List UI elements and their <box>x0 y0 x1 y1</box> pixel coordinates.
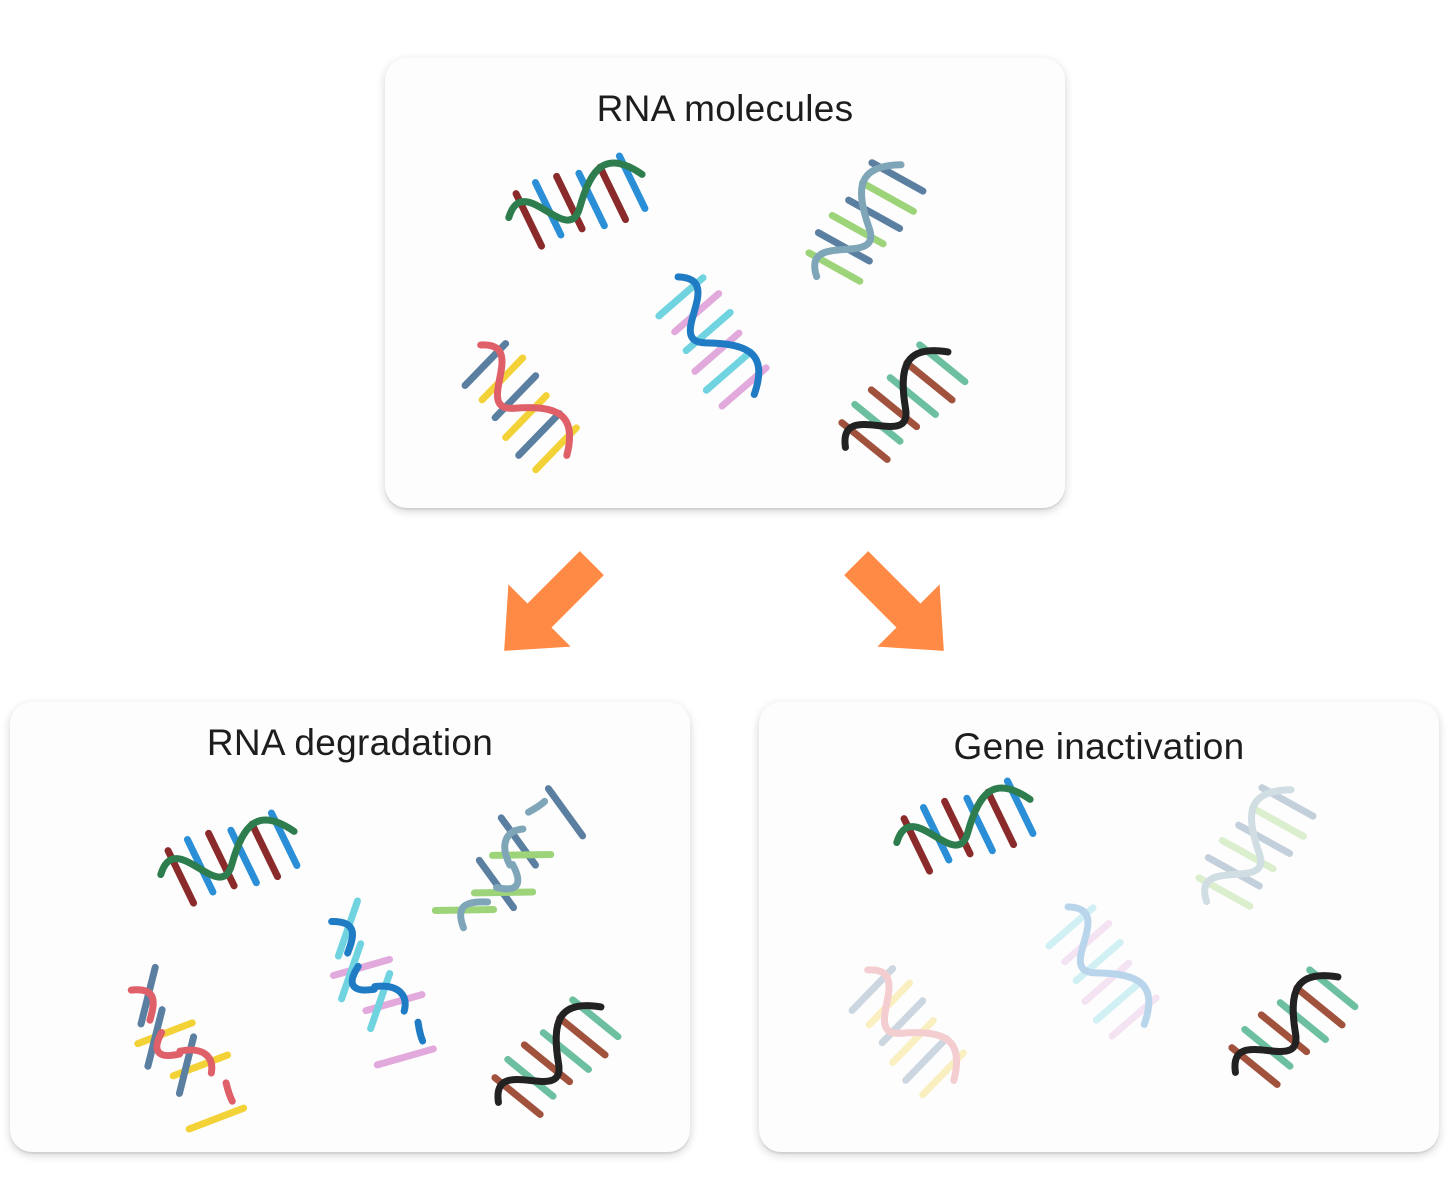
gene-inactivation-title: Gene inactivation <box>953 726 1245 767</box>
gene-inactivation-panel: Gene inactivation <box>759 702 1439 1152</box>
down-right-arrow-icon <box>844 551 944 651</box>
rna-degradation-panel: RNA degradation <box>10 702 690 1152</box>
down-left-arrow-icon <box>504 551 604 651</box>
rna-molecules-title: RNA molecules <box>596 88 854 129</box>
rna-molecules-panel: RNA molecules <box>385 58 1065 508</box>
rna-degradation-title: RNA degradation <box>206 722 494 763</box>
